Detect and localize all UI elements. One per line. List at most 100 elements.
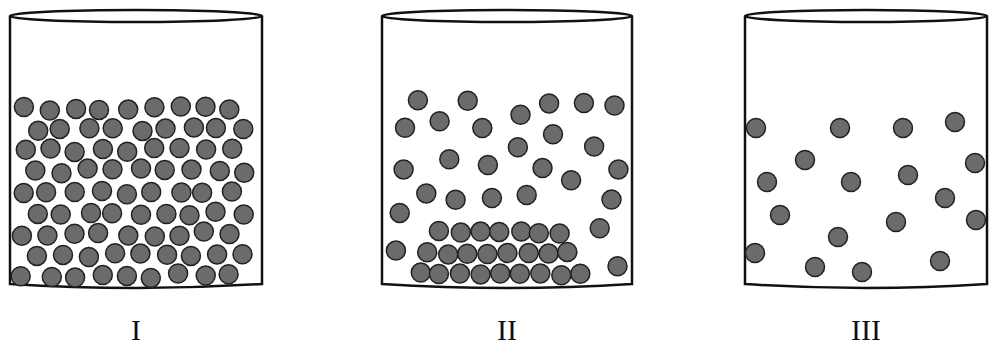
particle [796, 151, 815, 170]
particle [210, 161, 229, 180]
particle [829, 228, 848, 247]
particle [544, 125, 563, 144]
particle [106, 244, 125, 263]
particle [11, 267, 30, 286]
particle [145, 139, 164, 158]
particle [66, 268, 85, 287]
particle [93, 140, 112, 159]
particle [27, 246, 46, 265]
beaker-label: III [851, 315, 881, 345]
particle [14, 184, 33, 203]
particle [771, 206, 790, 225]
particle [181, 246, 200, 265]
particle [119, 100, 138, 119]
particle [602, 190, 621, 209]
particle [170, 226, 189, 245]
beaker-outlines [10, 10, 987, 288]
particle [196, 97, 215, 116]
particle [605, 96, 624, 115]
particle [80, 119, 99, 138]
particle [171, 97, 190, 116]
particle [118, 142, 137, 161]
particle [471, 222, 490, 241]
particle [51, 205, 70, 224]
particle [26, 161, 45, 180]
particle [50, 119, 69, 138]
particle [396, 118, 415, 137]
particle [172, 183, 191, 202]
beaker-label: I [131, 315, 141, 345]
particle [93, 266, 112, 285]
particle [132, 205, 151, 224]
particle [40, 101, 59, 120]
particle [132, 159, 151, 178]
particle [89, 224, 108, 243]
particle [540, 94, 559, 113]
particle [142, 183, 161, 202]
particle [519, 244, 538, 263]
particle [196, 266, 215, 285]
beaker-body [382, 16, 632, 288]
particle [458, 244, 477, 263]
particle [417, 184, 436, 203]
particle [529, 224, 548, 243]
particle [418, 243, 437, 262]
particle [473, 119, 492, 138]
particle [430, 112, 449, 131]
particle [408, 91, 427, 110]
particle [103, 160, 122, 179]
particle [482, 189, 501, 208]
particle [471, 265, 490, 284]
particle [450, 264, 469, 283]
particle [119, 226, 138, 245]
particle [180, 206, 199, 225]
particle [156, 119, 175, 138]
particle [458, 91, 477, 110]
particle [65, 142, 84, 161]
particle [65, 224, 84, 243]
beaker-rim [382, 10, 632, 22]
particle [439, 245, 458, 264]
particle [608, 257, 627, 276]
particle [899, 166, 918, 185]
particle [184, 118, 203, 137]
particle [491, 264, 510, 283]
beaker-rim [745, 10, 987, 22]
particle [155, 160, 174, 179]
particle [38, 226, 57, 245]
beaker-body [745, 16, 987, 288]
beaker-rim [10, 10, 262, 22]
particle [78, 159, 97, 178]
particle [498, 244, 517, 263]
particle [508, 138, 527, 157]
particle [67, 99, 86, 118]
particle [194, 222, 213, 241]
particle [842, 173, 861, 192]
particle [394, 160, 413, 179]
particle [510, 264, 529, 283]
particle [93, 182, 112, 201]
particle [446, 190, 465, 209]
particle [52, 164, 71, 183]
particle [478, 156, 497, 175]
particle [206, 119, 225, 138]
particle [12, 226, 31, 245]
particle [894, 119, 913, 138]
particle [386, 241, 405, 260]
particle [37, 183, 56, 202]
particle [558, 242, 577, 261]
particle [758, 173, 777, 192]
particle [747, 119, 766, 138]
particle [429, 265, 448, 284]
particle [440, 150, 459, 169]
particle [90, 100, 109, 119]
particle [411, 263, 430, 282]
particle [157, 205, 176, 224]
particle [490, 222, 509, 241]
particle [946, 113, 965, 132]
particle [562, 171, 581, 190]
particle [931, 252, 950, 271]
particle [806, 258, 825, 277]
particle [853, 263, 872, 282]
